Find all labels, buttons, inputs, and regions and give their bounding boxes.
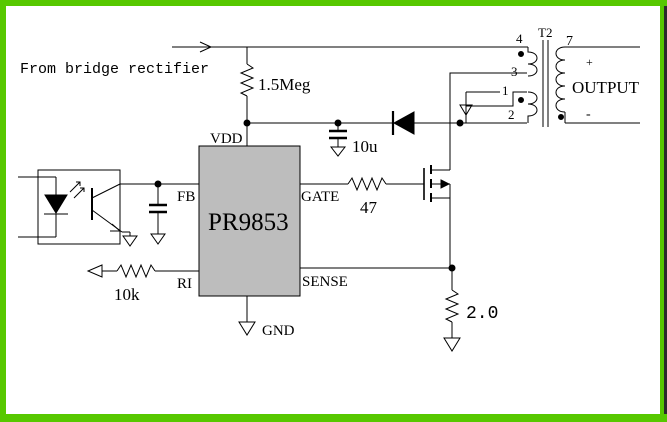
arrow-left-icon <box>86 264 103 278</box>
resistor-icon <box>444 289 460 323</box>
capacitor-icon <box>329 129 347 140</box>
ground-icon <box>238 321 256 336</box>
r-ri-label: 10k <box>114 285 140 304</box>
pin2-label: 2 <box>508 107 515 122</box>
output-minus: - <box>586 107 591 122</box>
cap-label: 10u <box>352 137 378 156</box>
pin3-label: 3 <box>511 64 518 79</box>
output-label: OUTPUT <box>572 78 640 97</box>
ground-icon <box>443 337 461 352</box>
source-label: From bridge rectifier <box>20 61 209 78</box>
r-startup-label: 1.5Meg <box>258 75 311 94</box>
ground-icon <box>329 146 347 157</box>
capacitor-icon <box>149 203 167 214</box>
pin7-label: 7 <box>566 34 573 49</box>
gate-label: GATE <box>301 189 339 205</box>
ground-icon <box>459 104 473 116</box>
r-sense-label: 2.0 <box>466 304 498 324</box>
output-plus: + <box>586 55 593 69</box>
optocoupler-icon <box>18 169 123 245</box>
mosfet-icon <box>423 165 451 202</box>
resistor-icon <box>347 176 387 192</box>
ground-icon <box>150 233 166 245</box>
gnd-label: GND <box>262 323 295 339</box>
sense-label: SENSE <box>302 274 348 290</box>
transformer-label: T2 <box>538 25 552 40</box>
arrow-right-icon <box>199 41 213 53</box>
pin1-label: 1 <box>502 83 509 98</box>
ground-icon <box>122 235 138 247</box>
diode-icon <box>391 111 415 135</box>
fb-label: FB <box>177 189 195 205</box>
resistor-icon <box>116 263 156 279</box>
ic-label: PR9853 <box>208 209 289 236</box>
pin4-label: 4 <box>516 31 523 46</box>
vdd-label: VDD <box>210 131 243 147</box>
resistor-icon <box>239 63 255 97</box>
transformer-icon <box>518 40 566 127</box>
ri-label: RI <box>177 276 192 292</box>
r-gate-label: 47 <box>360 198 378 217</box>
ic-body <box>198 145 301 297</box>
